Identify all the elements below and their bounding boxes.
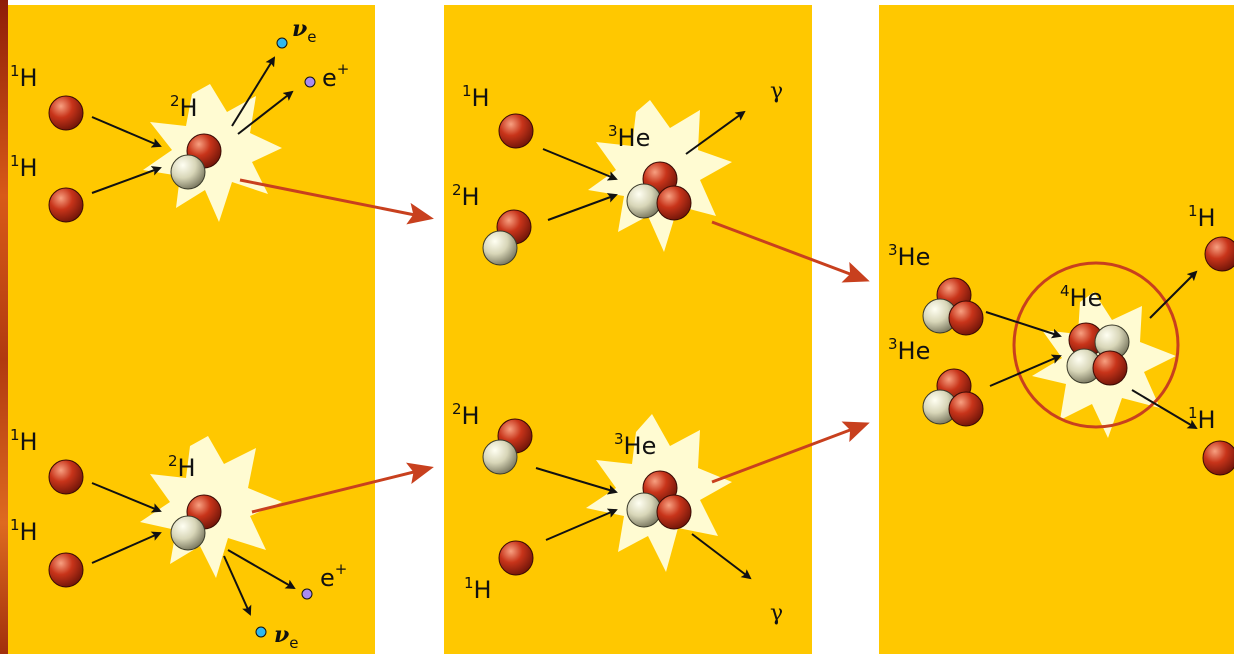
proton-sphere	[49, 460, 83, 494]
proton-sphere	[1203, 441, 1234, 475]
neutron-sphere	[171, 516, 205, 550]
label-gamma: γ	[770, 601, 783, 626]
neutron-sphere	[483, 231, 517, 265]
proton-sphere	[1205, 237, 1234, 271]
proton-sphere	[657, 186, 691, 220]
proton-sphere	[49, 553, 83, 587]
proton-sphere	[499, 114, 533, 148]
label-gamma: γ	[770, 79, 783, 104]
proton-sphere	[499, 541, 533, 575]
proton-sphere	[657, 495, 691, 529]
proton-sphere	[949, 301, 983, 335]
neutron-sphere	[483, 440, 517, 474]
proton-sphere	[49, 96, 83, 130]
neutrino-dot	[256, 627, 266, 637]
positron-dot	[302, 589, 312, 599]
neutron-sphere	[171, 155, 205, 189]
positron-dot	[305, 77, 315, 87]
neutrino-dot	[277, 38, 287, 48]
left-edge-strip	[0, 0, 8, 654]
proton-sphere	[1093, 351, 1127, 385]
proton-sphere	[49, 188, 83, 222]
proton-sphere	[949, 392, 983, 426]
neutron-sphere	[627, 184, 661, 218]
neutron-sphere	[627, 493, 661, 527]
